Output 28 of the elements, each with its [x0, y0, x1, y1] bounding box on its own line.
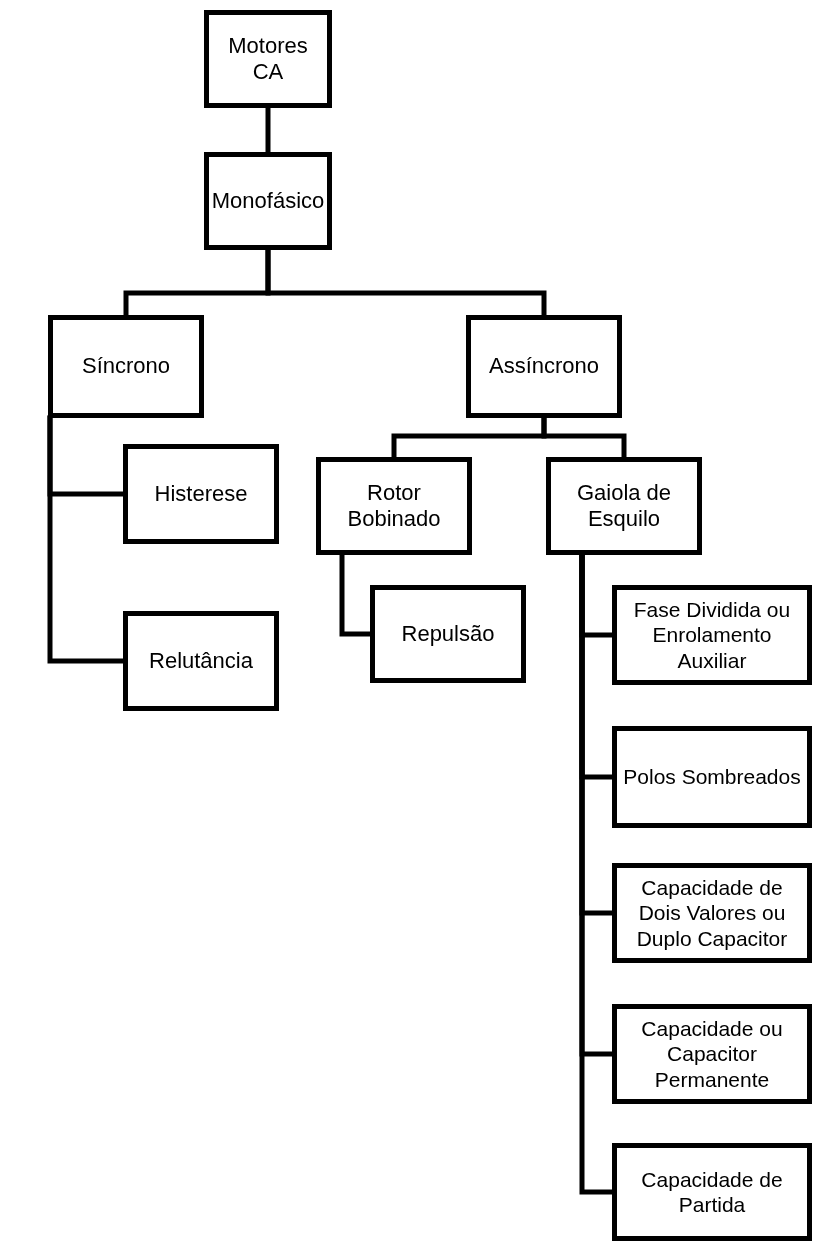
box-label: Fase Dividida ou Enrolamento Auxiliar: [632, 597, 792, 673]
category-box: [316, 457, 472, 555]
box-label: Monofásico: [211, 187, 325, 215]
box-label: Capacidade de Partida: [640, 1166, 784, 1218]
box-label: Assíncrono: [488, 353, 600, 380]
box-label: Repulsão: [401, 620, 495, 648]
box-label: Capacidade de Dois Valores ou Duplo Capacitor: [635, 875, 789, 951]
box-label: Capacidade ou Capacitor Permanente: [640, 1016, 784, 1092]
box-label: Gaiola de Esquilo: [575, 479, 673, 533]
category-box: [466, 315, 622, 418]
category-box: [204, 10, 332, 108]
category-box: [123, 611, 279, 711]
category-box: [123, 444, 279, 544]
category-box: [612, 1004, 812, 1104]
box-label: Histerese: [154, 480, 248, 508]
category-box: [546, 457, 702, 555]
category-box: [612, 726, 812, 828]
category-box: [612, 1143, 812, 1241]
category-box: [612, 585, 812, 685]
category-box: [204, 152, 332, 250]
box-label: Síncrono: [81, 353, 171, 380]
box-label: Polos Sombreados: [623, 764, 801, 790]
category-box: [370, 585, 526, 683]
category-box: [48, 315, 204, 418]
category-box: [612, 863, 812, 963]
box-label: Rotor Bobinado: [346, 479, 442, 533]
box-label: Relutância: [149, 647, 253, 675]
box-label: Motores CA: [227, 32, 309, 86]
